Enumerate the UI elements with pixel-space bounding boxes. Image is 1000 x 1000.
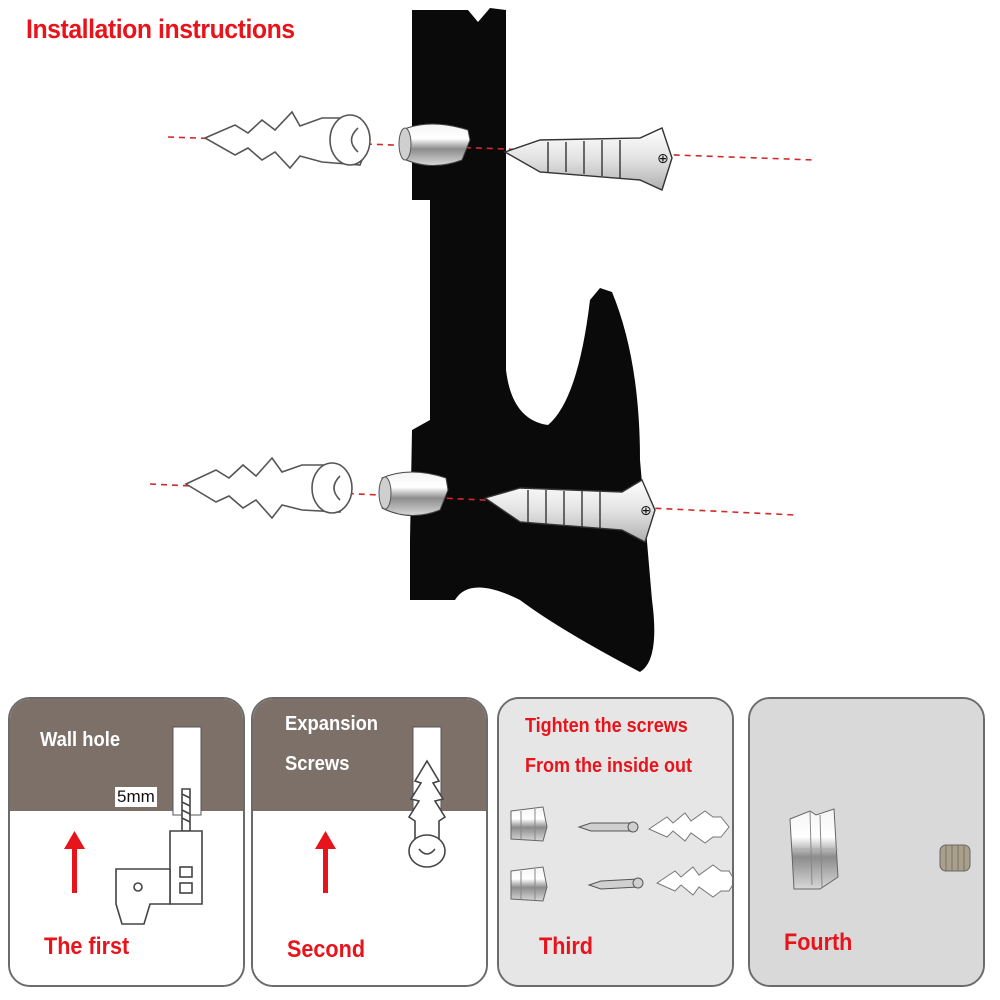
upper-screw-icon: ⊕ [503, 127, 673, 191]
step-panel-third: Tighten the screws From the inside out T… [497, 697, 734, 987]
svg-text:⊕: ⊕ [657, 151, 669, 167]
step-panel-fourth: Fourth [748, 697, 985, 987]
step-panel-second: Expansion Screws Second [251, 697, 488, 987]
step-label: Fourth [784, 929, 853, 956]
up-arrow-icon [315, 831, 336, 893]
black-bracket [410, 8, 655, 672]
upper-guide-line [167, 136, 816, 161]
screws-label: Screws [285, 753, 350, 775]
lower-wall-anchor-icon [184, 456, 353, 520]
drill-icon [115, 788, 203, 925]
wall-anchor-icon [407, 759, 447, 868]
hardware-parts-icon [510, 806, 732, 902]
page-title: Installation instructions [26, 14, 295, 44]
inside-out-note: From the inside out [525, 755, 693, 777]
upper-chrome-sleeve-icon [398, 123, 471, 166]
lower-chrome-sleeve-icon [378, 471, 449, 516]
svg-text:⊕: ⊕ [640, 503, 652, 519]
lower-screw-icon: ⊕ [483, 478, 656, 544]
drill-size-label: 5mm [115, 787, 157, 807]
step-label: The first [44, 933, 130, 960]
tighten-note: Tighten the screws [525, 715, 688, 737]
upper-wall-anchor-icon [203, 110, 371, 170]
wall-hole-label: Wall hole [40, 729, 121, 751]
expansion-label: Expansion [285, 713, 379, 735]
up-arrow-icon [64, 831, 85, 893]
step-label: Second [287, 936, 366, 963]
clamp-and-setscrew-icon [789, 808, 971, 890]
step-panel-first: Wall hole 5mm The first [8, 697, 245, 987]
step-label: Third [539, 933, 593, 960]
bracket-exploded-diagram: ⊕ ⊕ [149, 8, 816, 672]
lower-guide-line [149, 483, 796, 516]
wall-section [253, 699, 486, 811]
